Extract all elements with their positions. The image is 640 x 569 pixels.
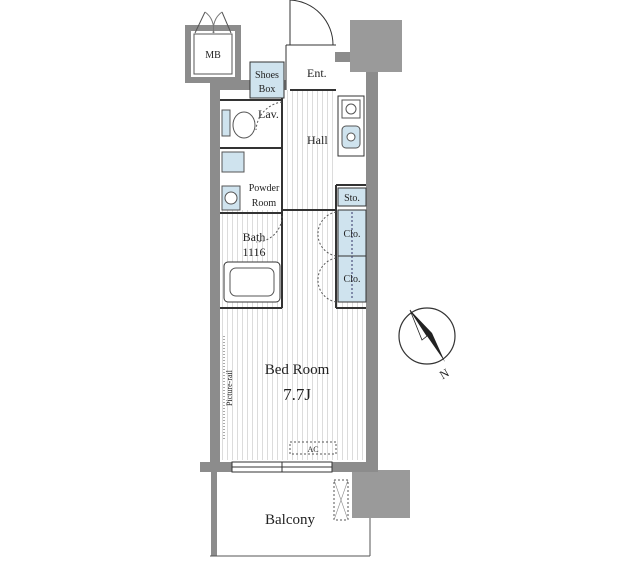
closet-upper-label: Clo. bbox=[344, 229, 361, 240]
balcony: Balcony bbox=[210, 472, 371, 557]
hall-floor bbox=[282, 90, 336, 210]
north-label: N bbox=[437, 365, 452, 382]
air-conditioner: AC bbox=[289, 441, 337, 455]
balcony-window bbox=[231, 461, 333, 473]
bedroom-label: Bed Room bbox=[265, 362, 330, 378]
lavatory: Lav. bbox=[221, 101, 283, 139]
shoes-box-label-2: Box bbox=[259, 84, 276, 95]
hall-label: Hall bbox=[307, 133, 328, 147]
powder-room-label-2: Room bbox=[252, 198, 277, 209]
picture-rail-label: Picture-rail bbox=[225, 369, 234, 406]
compass: N bbox=[398, 307, 456, 382]
meter-box: MB bbox=[185, 11, 241, 83]
powder-room-label-1: Powder bbox=[249, 183, 280, 194]
shoes-box: Shoes Box bbox=[249, 61, 285, 99]
closets: Clo. Clo. bbox=[317, 209, 367, 303]
bath: Bath 1116 bbox=[223, 215, 283, 303]
bath-size-label: 1116 bbox=[242, 245, 265, 259]
entrance-label: Ent. bbox=[307, 66, 327, 80]
storage: Sto. bbox=[337, 187, 367, 207]
shoes-box-label-1: Shoes bbox=[255, 70, 279, 81]
storage-label: Sto. bbox=[344, 193, 360, 204]
interior-walls bbox=[220, 89, 366, 309]
closet-area-floor bbox=[282, 208, 336, 308]
entrance-door bbox=[285, 0, 336, 90]
bedroom-size-label: 7.7J bbox=[283, 385, 311, 404]
kitchen bbox=[337, 95, 365, 157]
ac-label: AC bbox=[307, 445, 318, 454]
powder-room: Powder Room bbox=[221, 151, 280, 211]
bath-label: Bath bbox=[243, 230, 266, 244]
mb-label: MB bbox=[205, 50, 221, 61]
lavatory-label: Lav. bbox=[258, 107, 279, 121]
balcony-label: Balcony bbox=[265, 512, 315, 528]
closet-lower-label: Clo. bbox=[344, 274, 361, 285]
